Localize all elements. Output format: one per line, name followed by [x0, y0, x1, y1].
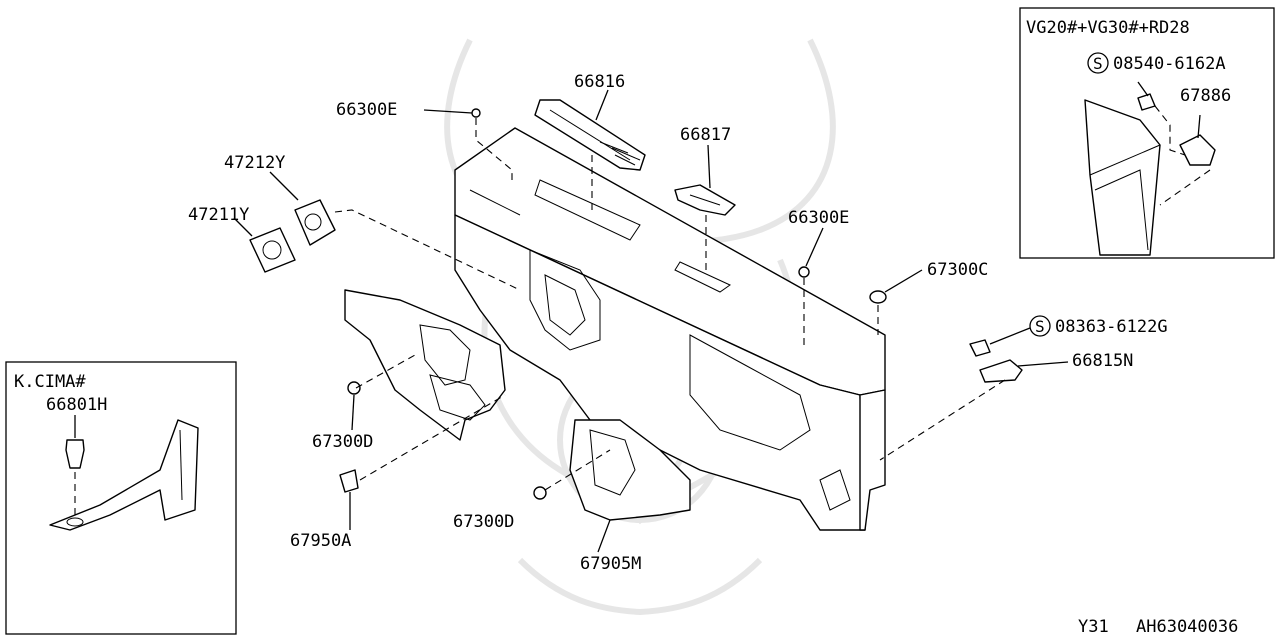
- inset-label-66801H: 66801H: [46, 395, 107, 415]
- svg-text:S: S: [1035, 317, 1045, 336]
- screw-symbol-icon: S: [1087, 52, 1109, 74]
- label-08363-6122G: 08363-6122G: [1055, 317, 1168, 337]
- grommet-67300D-upper: [347, 381, 361, 395]
- bracket-66815N: [979, 359, 1023, 383]
- label-66817: 66817: [680, 125, 731, 145]
- label-47211Y: 47211Y: [188, 205, 249, 225]
- inset-engine-variant: VG20#+VG30#+RD28 S 08540-6162A 67886: [1019, 7, 1275, 259]
- grommet-66300E-right: [798, 266, 810, 278]
- inset-engine-title: VG20#+VG30#+RD28: [1026, 18, 1190, 38]
- gasket-47212Y: [294, 199, 336, 246]
- grommet-67300C: [869, 290, 887, 304]
- gasket-47211Y: [249, 227, 296, 273]
- label-67300C: 67300C: [927, 260, 988, 280]
- model-code: Y31: [1078, 617, 1109, 637]
- inset-cima-variant: K.CIMA# 66801H: [5, 361, 237, 635]
- label-66815N: 66815N: [1072, 351, 1133, 371]
- label-47212Y: 47212Y: [224, 153, 285, 173]
- vent-cover-66817: [674, 184, 736, 216]
- leader-lines: [233, 89, 1069, 553]
- inset-cima-title: K.CIMA#: [14, 372, 86, 392]
- screw-symbol-icon: S: [1029, 315, 1051, 337]
- grommet-66300E-top: [471, 108, 481, 118]
- screw-08363: [969, 339, 991, 357]
- lower-left-insulator: [344, 289, 506, 441]
- vent-grille-66816: [534, 99, 646, 171]
- svg-text:S: S: [1093, 54, 1103, 73]
- label-67300D-upper: 67300D: [312, 432, 373, 452]
- inset-label-67886: 67886: [1180, 86, 1231, 106]
- label-66816: 66816: [574, 72, 625, 92]
- lower-right-insulator: [569, 419, 691, 521]
- label-66300E-top: 66300E: [336, 100, 397, 120]
- grommet-67300D-lower: [533, 486, 547, 500]
- label-67300D-lower: 67300D: [453, 512, 514, 532]
- dash-insulator-panel: [454, 127, 886, 531]
- inset-label-08540-6162A: 08540-6162A: [1113, 54, 1226, 74]
- label-67905M: 67905M: [580, 554, 641, 574]
- label-67950A: 67950A: [290, 531, 351, 551]
- label-66300E-right: 66300E: [788, 208, 849, 228]
- clip-67950A: [339, 469, 359, 493]
- figure-id: AH63040036: [1136, 617, 1238, 637]
